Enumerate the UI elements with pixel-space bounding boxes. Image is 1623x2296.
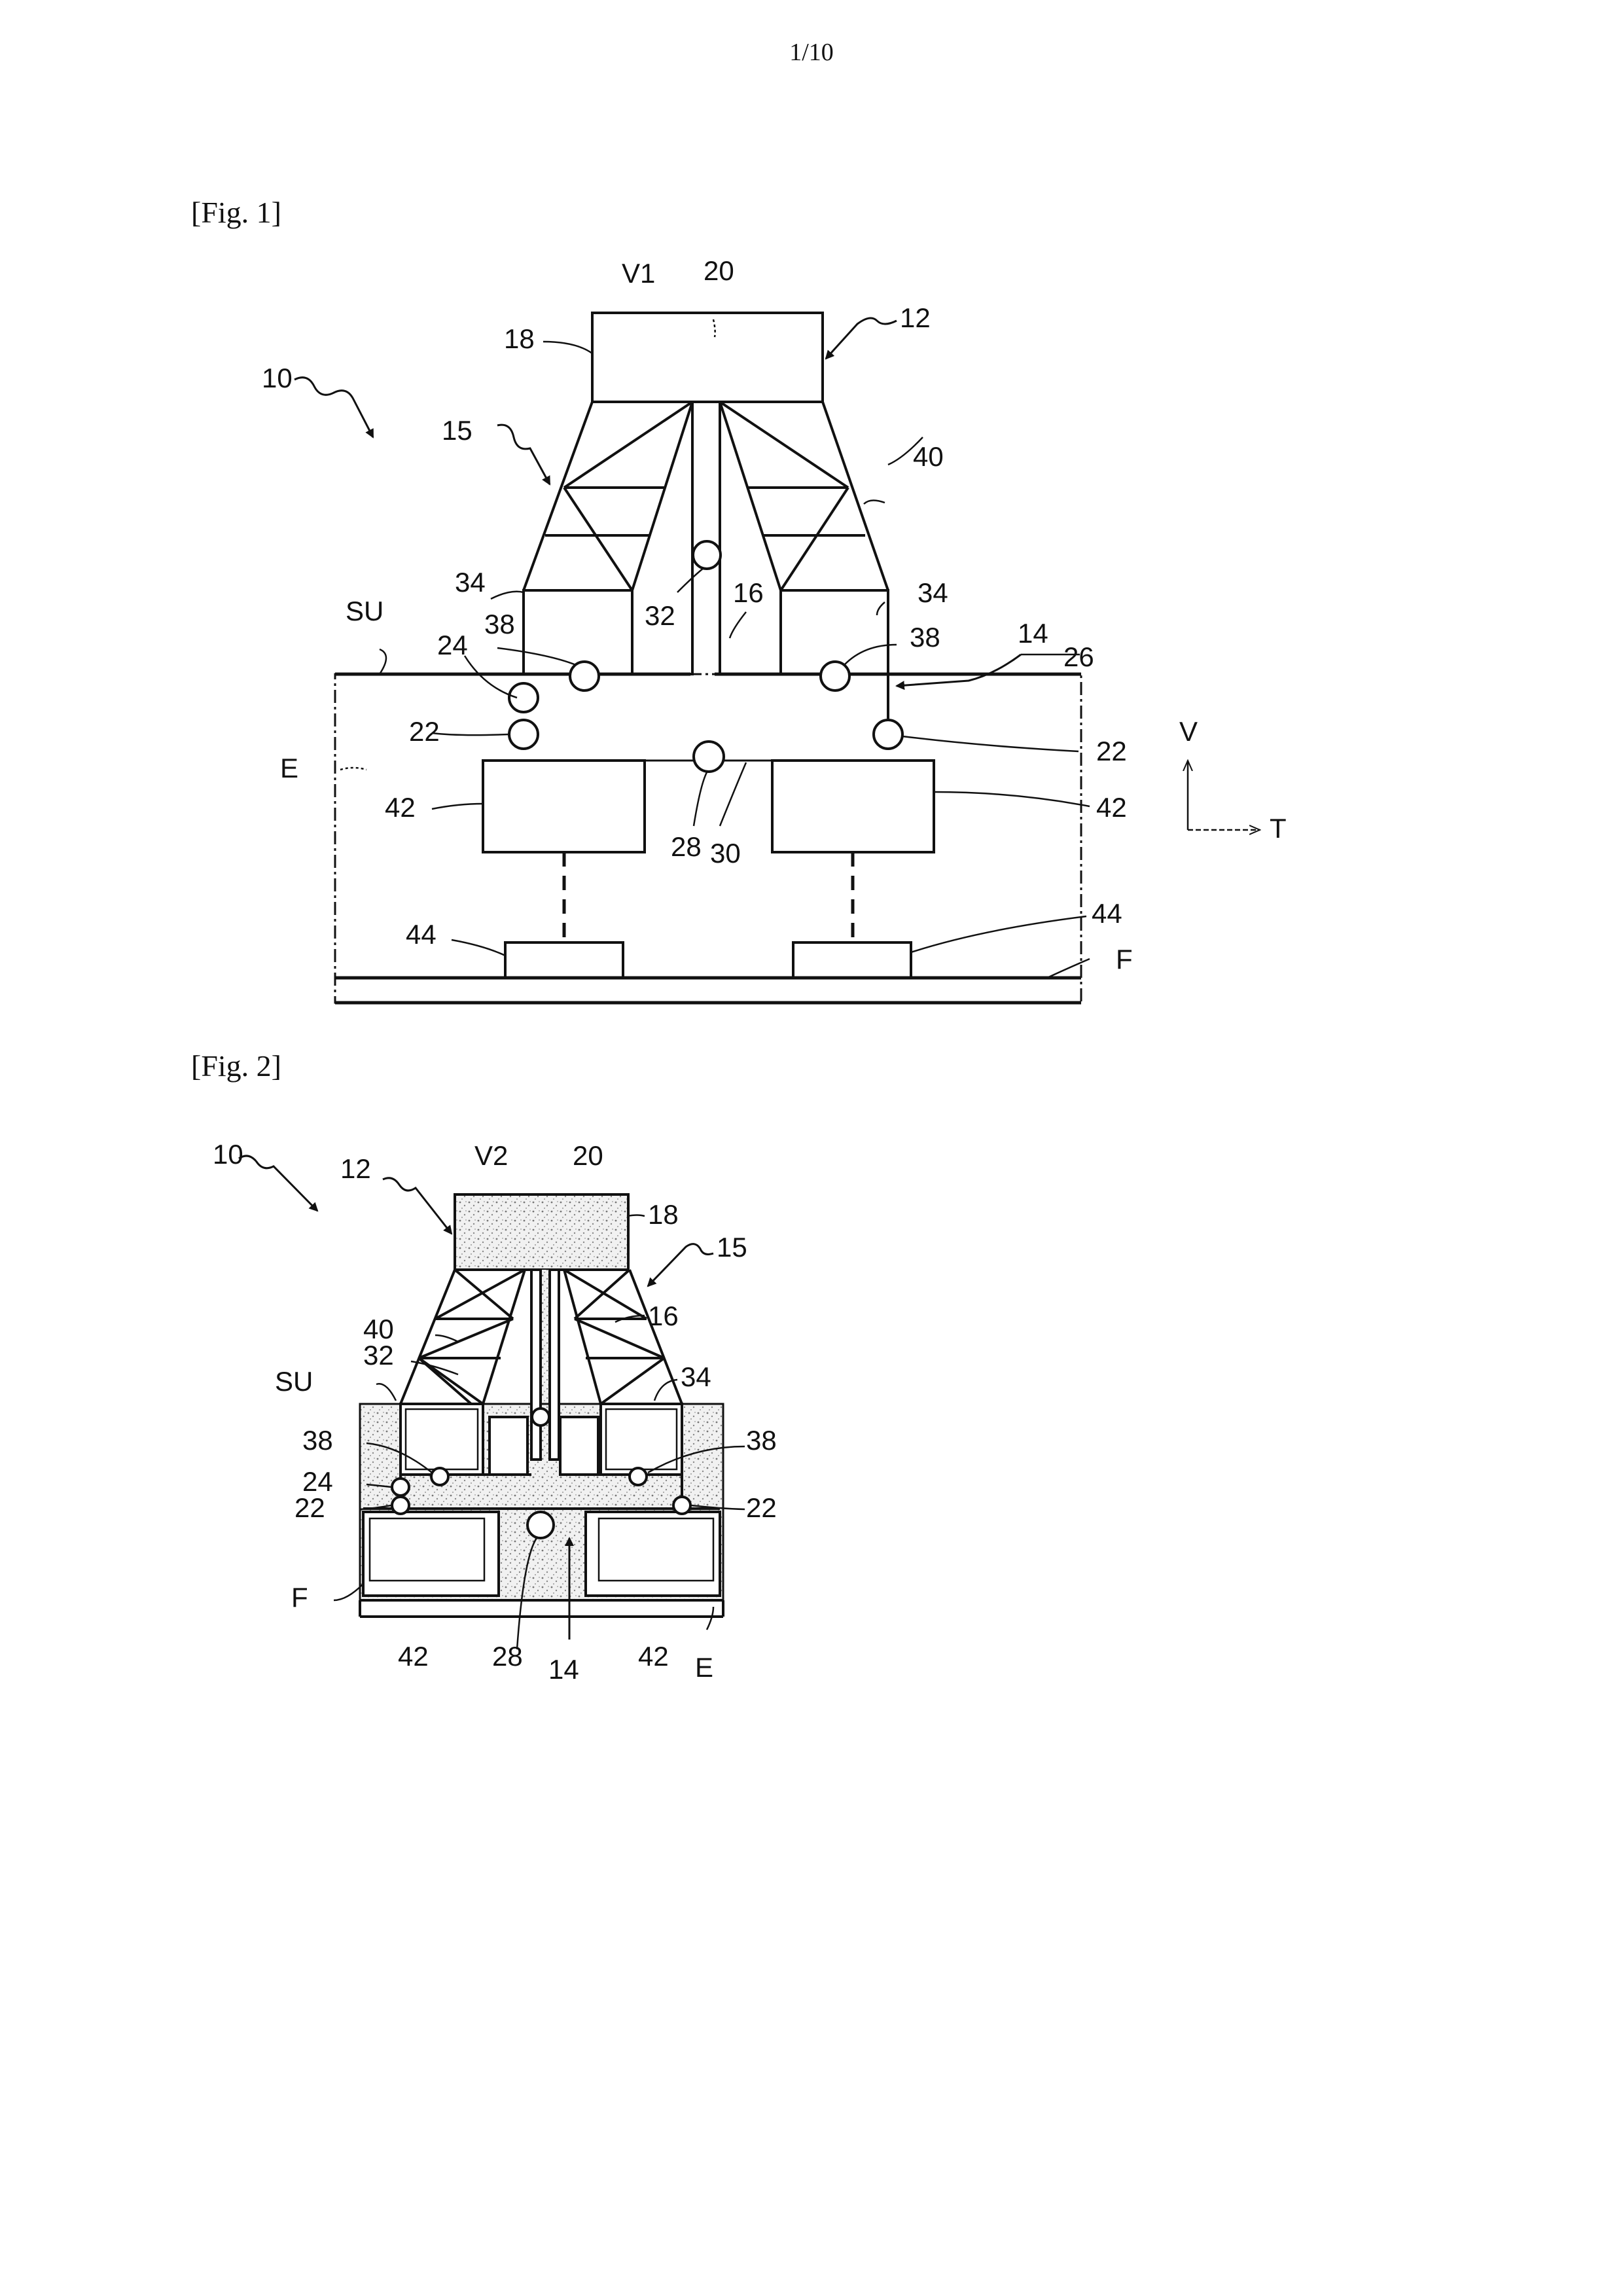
fig2-box-42-left [370,1518,484,1581]
fig1-enclosure-e [335,674,1081,1003]
figure-1-labels: V1 20 18 12 10 15 40 34 34 32 16 38 38 S… [262,255,1287,975]
fig2-ref-10: 10 [213,1139,243,1170]
fig1-foot-44-left [505,942,623,978]
fig1-joint-32 [693,541,721,569]
fig1-ref-16: 16 [733,577,764,608]
fig2-joint-24 [392,1479,409,1496]
fig1-ref-v1: V1 [622,258,655,289]
fig1-ref-12: 12 [900,302,931,333]
fig2-ref-20: 20 [573,1140,603,1171]
axis-v-label: V [1179,716,1198,747]
fig1-top-box-18 [592,313,823,402]
fig2-ref-su: SU [275,1366,313,1397]
fig1-ref-18: 18 [504,323,535,354]
fig1-ref-24: 24 [437,630,468,660]
fig1-left-tower [524,402,692,674]
fig1-joint-38-right [821,662,849,691]
fig2-joint-38-left [431,1468,448,1485]
fig1-right-tower [720,402,888,674]
fig2-ref-28: 28 [492,1641,523,1672]
fig1-box-42-right [772,761,934,852]
fig1-ref-15: 15 [442,415,473,446]
fig2-joint-32 [532,1408,549,1426]
fig2-joint-28 [527,1512,554,1538]
fig1-ref-34-left: 34 [455,567,486,598]
fig2-ref-f: F [291,1582,308,1613]
fig2-ref-v2: V2 [474,1140,508,1171]
fig1-ref-44-right: 44 [1092,898,1122,929]
fig1-ref-40: 40 [913,441,944,472]
fig2-joint-22-left [392,1497,409,1514]
fig1-joint-24 [509,683,538,712]
fig2-ref-34: 34 [681,1361,711,1392]
axis-t-label: T [1270,813,1287,844]
fig1-ref-22-right: 22 [1096,736,1127,766]
fig1-foot-44-right [793,942,911,978]
figure-2 [239,1156,745,1649]
fig2-ref-38-left: 38 [302,1425,333,1456]
fig1-ref-32: 32 [645,600,675,631]
fig1-ref-38-left: 38 [484,609,515,639]
fig1-ref-30: 30 [710,838,741,869]
fig2-box-42-right [599,1518,713,1581]
fig2-ref-22-left: 22 [294,1492,325,1523]
fig1-ref-14: 14 [1018,618,1048,649]
fig1-ref-44-left: 44 [406,919,437,950]
fig2-ref-42-right: 42 [638,1641,669,1672]
fig2-ref-32: 32 [363,1340,394,1371]
fig2-ref-22-right: 22 [746,1492,777,1523]
fig1-ref-22-left: 22 [409,716,440,747]
fig1-joint-38-left [570,662,599,691]
fig1-joint-22-right [874,720,902,749]
fig1-ref-e: E [280,753,298,783]
fig2-ref-15: 15 [717,1232,747,1263]
fig2-left-tower [401,1270,525,1404]
fig2-ref-16: 16 [648,1300,679,1331]
fig2-joint-22-right [673,1497,690,1514]
fig1-box-42-left [483,761,645,852]
fig2-ref-14: 14 [548,1654,579,1685]
fig2-right-tower [564,1270,682,1404]
fig2-ref-42-left: 42 [398,1641,429,1672]
fig1-ref-10: 10 [262,363,293,393]
fig1-ref-42-left: 42 [385,792,416,823]
fig2-top-box-18 [455,1194,628,1270]
fig2-ref-12: 12 [340,1153,371,1184]
fig1-ref-26: 26 [1063,641,1094,672]
fig1-ref-38-right: 38 [910,622,940,653]
fig2-ref-38-right: 38 [746,1425,777,1456]
fig2-ref-18: 18 [648,1199,679,1230]
fig1-ref-f: F [1116,944,1133,975]
fig1-joint-22-left [509,720,538,749]
fig1-ref-20: 20 [704,255,734,286]
fig2-ref-e: E [695,1652,713,1683]
fig1-ref-28: 28 [671,831,702,862]
fig1-joint-28 [694,742,724,772]
fig2-joint-38-right [630,1468,647,1485]
fig1-ref-34-right: 34 [918,577,948,608]
fig1-ref-42-right: 42 [1096,792,1127,823]
fig1-ref-su: SU [346,596,383,626]
